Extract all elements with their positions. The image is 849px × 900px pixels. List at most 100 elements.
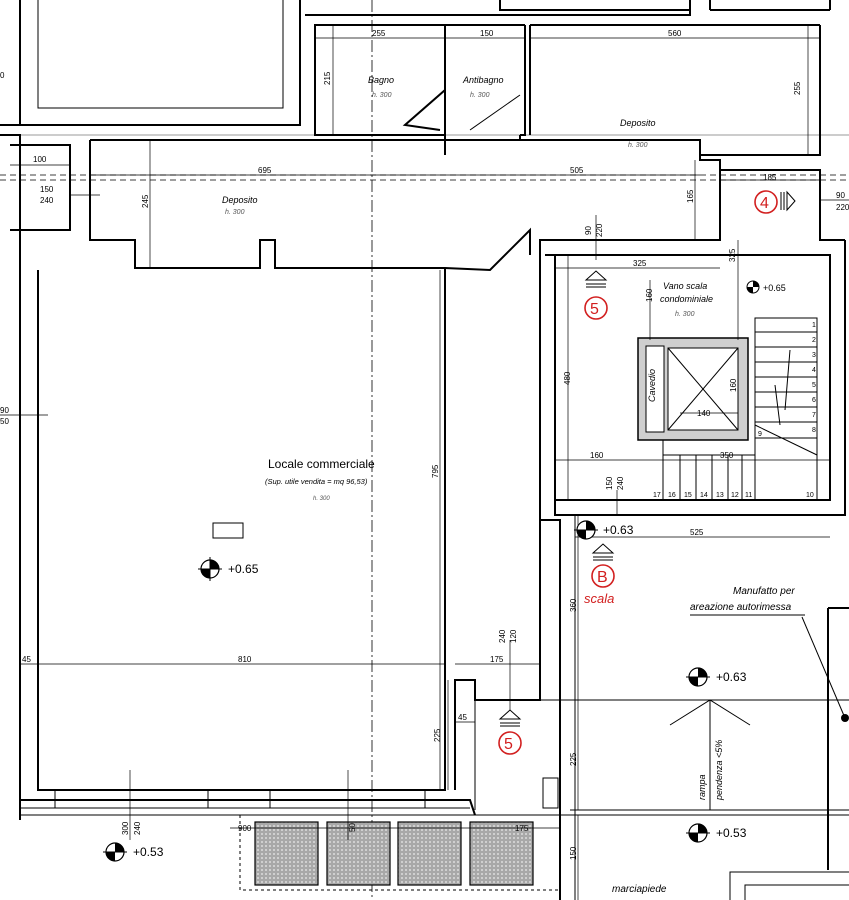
dim-100: 100 [33, 155, 47, 164]
level-rampa-bottom: +0.53 [716, 826, 747, 840]
shop-walls [0, 134, 849, 820]
dim-480: 480 [563, 371, 572, 385]
dim-240-entry: 240 [616, 476, 625, 490]
marker-5a-circle [584, 296, 608, 320]
room-deposito-mid-height: h. 300 [225, 209, 245, 216]
arrow-rampa [498, 709, 522, 727]
level-rampa-top: +0.63 [716, 670, 747, 684]
pendenza-label: pendenza <5% [714, 740, 724, 801]
step-1: 1 [812, 322, 816, 329]
marker-4-text: 4 [760, 195, 769, 212]
dim-795: 795 [431, 464, 440, 478]
reference-markers: 4 5 5 B scala [498, 190, 778, 755]
step-4: 4 [812, 367, 816, 374]
dim-225-right: 225 [569, 752, 578, 766]
marker-b-text: B [597, 569, 608, 586]
manufatto-line1: Manufatto per [733, 586, 795, 597]
level-symbol-street [103, 842, 127, 862]
dim-255-v: 255 [793, 81, 802, 95]
level-symbol-vano [746, 280, 760, 294]
step-13: 13 [716, 492, 724, 499]
dim-140: 140 [697, 409, 711, 418]
level-markers: +0.65 +0.65 +0.63 +0.63 +0.53 [103, 280, 786, 862]
marker-5b-circle [498, 731, 522, 755]
level-locale: +0.65 [228, 562, 259, 576]
room-deposito-top-height: h. 300 [628, 142, 648, 149]
dim-225-left: 225 [433, 728, 442, 742]
step-12: 12 [731, 492, 739, 499]
step-15: 15 [684, 492, 692, 499]
dim-240-bottom: 240 [133, 821, 142, 835]
dim-350: 350 [720, 451, 734, 460]
dim-160-v: 160 [645, 288, 654, 302]
room-deposito-top: Deposito [620, 118, 656, 128]
dim-240-left: 240 [40, 196, 54, 205]
dim-220-stair: 220 [595, 223, 604, 237]
dim-160-lift: 160 [729, 378, 738, 392]
dim-50-left-edge: 50 [0, 417, 9, 426]
step-10: 10 [806, 492, 814, 499]
dim-45-left: 45 [22, 655, 31, 664]
manufatto-line2: areazione autorimessa [690, 602, 792, 613]
step-9: 9 [758, 431, 762, 438]
arrow-four [780, 190, 796, 212]
stair-numbers: 1 2 3 4 5 6 7 8 9 10 11 12 13 14 15 16 1… [653, 322, 816, 499]
dim-525: 525 [690, 528, 704, 537]
deposito-band-walls [10, 135, 721, 272]
level-symbol-rampa-bottom [686, 823, 710, 843]
step-5: 5 [812, 382, 816, 389]
marker-5b-text: 5 [504, 736, 513, 753]
room-bagno: Bagno [368, 75, 394, 85]
dimension-labels: 255 150 560 215 255 100 150 240 695 505 … [0, 29, 849, 860]
level-vano: +0.65 [763, 283, 786, 293]
room-antibagno: Antibagno [462, 75, 504, 85]
dim-240-b: 240 [498, 629, 507, 643]
dim-360: 360 [569, 598, 578, 612]
drainage-grates [239, 815, 560, 891]
rampa-label: rampa [697, 774, 707, 800]
level-symbol-rampa-top [686, 667, 710, 687]
dim-505: 505 [570, 166, 584, 175]
step-14: 14 [700, 492, 708, 499]
step-6: 6 [812, 397, 816, 404]
room-vano-scala-2: condominiale [660, 294, 713, 304]
marker-4-circle [754, 190, 778, 214]
ramp-area-walls [474, 515, 849, 900]
entrance-arrows [498, 190, 796, 727]
arrow-scala-b [591, 543, 615, 561]
step-17: 17 [653, 492, 661, 499]
level-symbol-locale [198, 557, 222, 581]
marker-b-label: scala [584, 591, 614, 606]
dim-325-h: 325 [633, 259, 647, 268]
marciapiede-label: marciapiede [612, 884, 667, 895]
dim-185: 185 [763, 173, 777, 182]
top-left-block [0, 0, 849, 136]
dim-45-right: 45 [458, 713, 467, 722]
step-8: 8 [812, 427, 816, 434]
dim-160-h: 160 [590, 451, 604, 460]
dim-255: 255 [372, 29, 386, 38]
step-16: 16 [668, 492, 676, 499]
step-2: 2 [812, 337, 816, 344]
dim-165: 165 [686, 189, 695, 203]
step-3: 3 [812, 352, 816, 359]
dim-90-stair: 90 [584, 226, 593, 235]
room-locale-area: (Sup. utile vendita = mq 96,53) [265, 477, 368, 486]
dim-90-left-edge: 90 [0, 406, 9, 415]
level-scala-entry: +0.63 [603, 523, 634, 537]
dim-325-v: 325 [728, 248, 737, 262]
level-street: +0.53 [133, 845, 164, 859]
dim-695: 695 [258, 166, 272, 175]
dim-300: 300 [121, 821, 130, 835]
room-antibagno-height: h. 300 [470, 92, 490, 99]
dimension-lines [0, 25, 849, 900]
upper-rooms-walls [305, 0, 831, 160]
dim-900: 900 [238, 824, 252, 833]
dim-215: 215 [323, 71, 332, 85]
dim-150-left: 150 [40, 185, 54, 194]
room-locale-height: h. 300 [313, 496, 330, 502]
room-vano-scala-height: h. 300 [675, 311, 695, 318]
dim-90-right: 90 [836, 191, 845, 200]
dim-150-bottom: 150 [569, 846, 578, 860]
